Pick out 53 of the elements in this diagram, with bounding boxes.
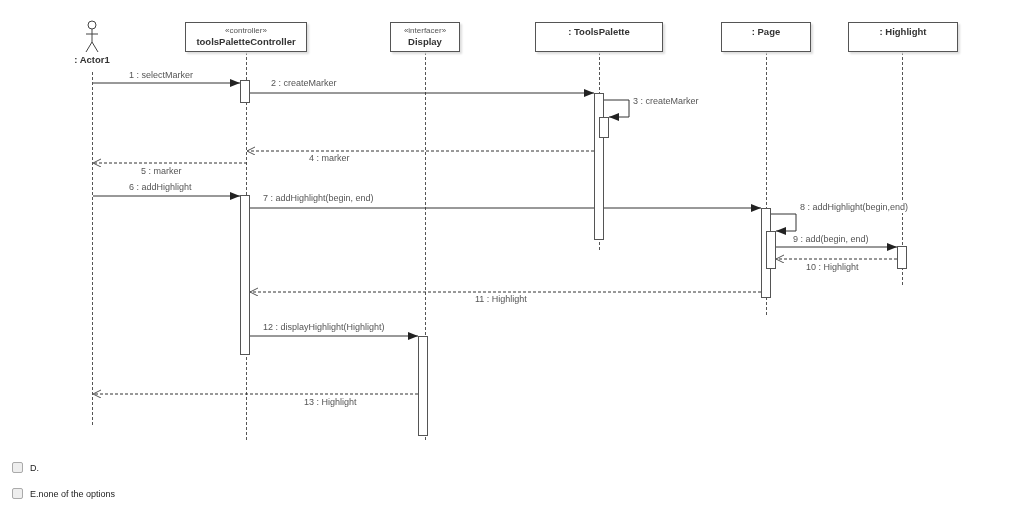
message-arrow bbox=[603, 99, 630, 121]
lifeline-box bbox=[721, 22, 811, 52]
edge-label: 9 : add(begin, end) bbox=[792, 234, 870, 245]
stereotype-label: «controller» bbox=[225, 26, 267, 36]
message-arrow bbox=[92, 79, 241, 87]
return-arrow bbox=[92, 158, 248, 168]
lifeline-name: Display bbox=[408, 36, 442, 47]
edge-label: 7 : addHighlight(begin, end) bbox=[262, 193, 375, 204]
option-text: E.none of the options bbox=[30, 488, 116, 499]
lifeline-box bbox=[185, 22, 307, 52]
edge-label: 8 : addHighlight(begin,end) bbox=[799, 202, 910, 213]
edge-label: 2 : createMarker bbox=[270, 78, 338, 89]
return-arrow bbox=[775, 254, 898, 264]
edge-label: 3 : createMarker bbox=[632, 96, 700, 107]
lifeline-name: : ToolsPalette bbox=[568, 26, 630, 37]
edge-label: 5 : marker bbox=[140, 166, 183, 177]
edge-label: 11 : Highlight bbox=[474, 294, 528, 305]
lifeline bbox=[766, 52, 769, 315]
activation-bar bbox=[599, 117, 609, 138]
message-arrow bbox=[249, 332, 419, 340]
edge-label: 10 : Highlight bbox=[805, 262, 860, 273]
lifeline bbox=[92, 72, 95, 425]
edge-label: 1 : selectMarker bbox=[128, 70, 195, 81]
lifeline-name: : Page bbox=[751, 26, 781, 37]
edge-label: 6 : addHighlight bbox=[128, 182, 193, 193]
lifeline-box bbox=[848, 22, 958, 52]
stereotype-label: «interfacer» bbox=[403, 26, 447, 36]
lifeline bbox=[599, 52, 602, 250]
message-arrow bbox=[775, 243, 898, 251]
message-arrow bbox=[249, 89, 595, 97]
activation-bar bbox=[240, 195, 250, 355]
option-text: D. bbox=[30, 462, 39, 473]
lifeline-box bbox=[390, 22, 460, 52]
lifeline bbox=[425, 52, 428, 440]
activation-bar bbox=[240, 80, 250, 103]
lifeline-name: : Actor1 bbox=[74, 54, 110, 65]
activation-bar bbox=[594, 93, 604, 240]
activation-bar bbox=[766, 231, 776, 269]
message-arrow bbox=[770, 213, 797, 235]
edge-label: 13 : Highlight bbox=[303, 397, 358, 408]
edge-label: 12 : displayHighlight(Highlight) bbox=[262, 322, 386, 333]
lifeline bbox=[246, 52, 249, 440]
lifeline-name: : Highlight bbox=[879, 26, 927, 37]
lifeline-box bbox=[535, 22, 663, 52]
message-arrow bbox=[92, 192, 241, 200]
edge-label: 4 : marker bbox=[308, 153, 351, 164]
return-arrow bbox=[246, 146, 595, 156]
activation-bar bbox=[897, 246, 907, 269]
return-arrow bbox=[92, 389, 419, 399]
lifeline-name: toolsPaletteController bbox=[196, 36, 296, 47]
return-arrow bbox=[249, 287, 762, 297]
message-arrow bbox=[249, 204, 762, 212]
activation-bar bbox=[418, 336, 428, 436]
